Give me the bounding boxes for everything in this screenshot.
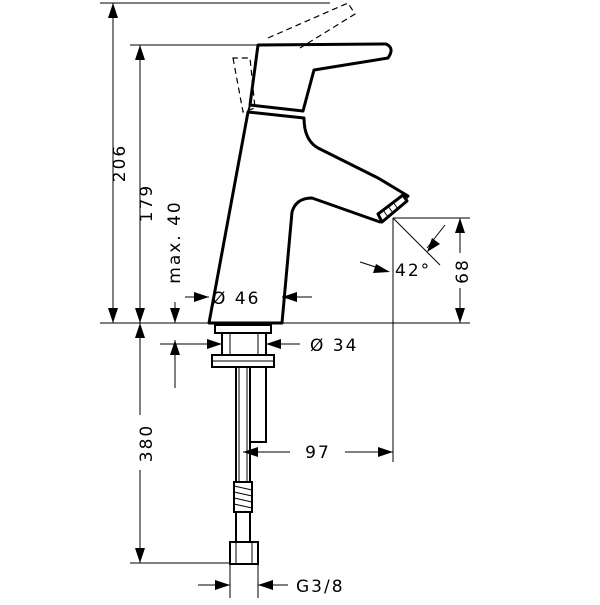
dim-body-diameter: Ø 46 [185,289,312,309]
dim-outlet-height: 68 [453,218,473,323]
dim-label-max-40: max. 40 [165,200,185,283]
dim-spout-height: 179 [135,45,157,323]
dim-label-97: 97 [305,443,331,463]
dim-label-206: 206 [110,144,130,182]
dim-label-g38: G3/8 [296,577,345,597]
dim-label-42deg: 42° [395,261,431,281]
aerator [376,193,409,224]
dim-projection: 97 [243,443,393,463]
dim-base-diameter: Ø 34 [160,336,358,356]
mounting-assembly [211,324,275,565]
dim-max-stroke: max. 40 [165,200,185,388]
dim-hose-length: 380 [135,323,157,563]
dim-connection-thread: G3/8 [198,577,345,597]
lever-raised-outline-top [267,2,356,49]
dim-spray-angle: 42° [359,217,446,281]
dim-label-68: 68 [453,258,473,284]
faucet-spout-body [207,110,410,325]
dim-label-d34: Ø 34 [310,336,358,356]
dim-total-height: 206 [108,3,130,323]
lever-handle [248,42,393,113]
faucet-body [207,2,410,325]
lever-raised-outline [232,57,256,113]
dim-label-380: 380 [137,424,157,462]
dim-label-d46: Ø 46 [212,289,260,309]
dim-label-179: 179 [137,184,157,222]
extension-lines [100,2,470,598]
